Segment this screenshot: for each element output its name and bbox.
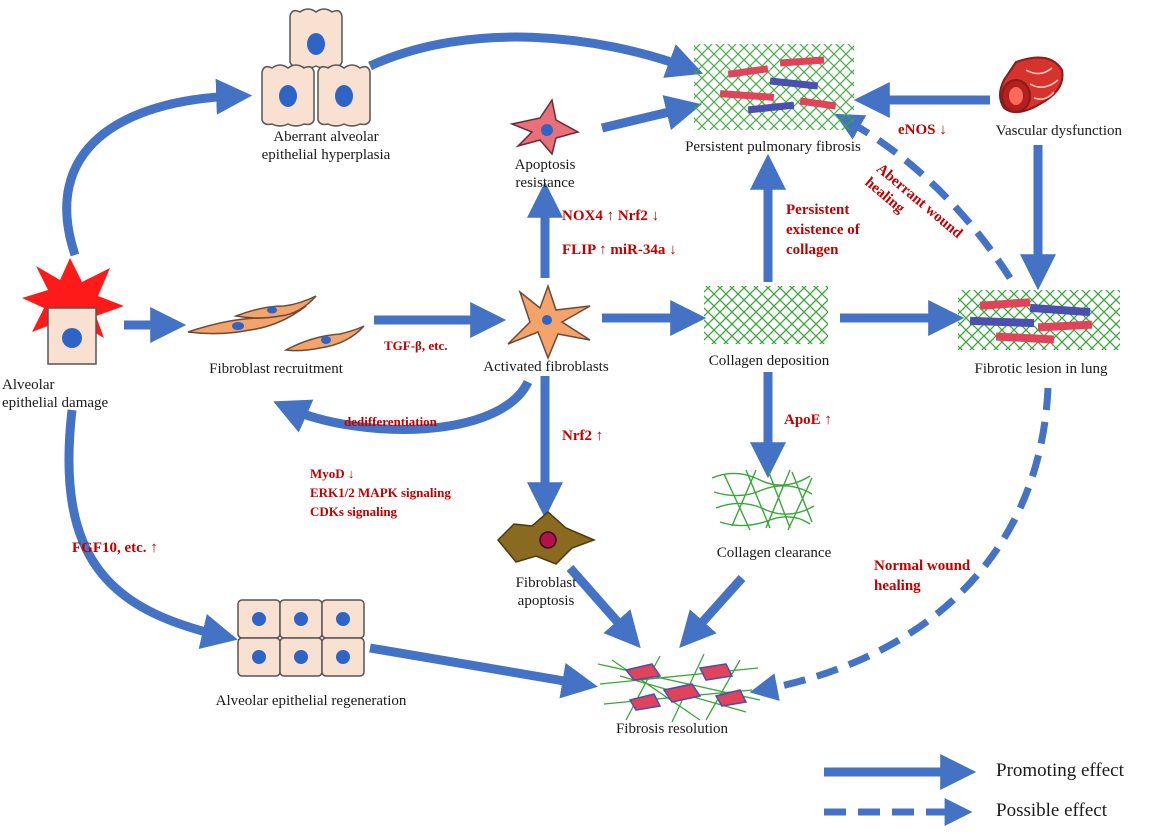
annotation-myod-line3: CDKs signaling xyxy=(310,504,398,519)
annotation-myod-line2: ERK1/2 MAPK signaling xyxy=(310,485,451,500)
annotation-nox4: NOX4 ↑ Nrf2 ↓ xyxy=(562,208,660,224)
label-collagen-clearance: Collagen clearance xyxy=(716,545,832,561)
fibrotic-lesion-graphic xyxy=(958,290,1120,350)
annotation-persistent-collagen-line1: Persistent xyxy=(786,202,850,218)
vessel-graphic xyxy=(999,56,1064,114)
promoting-arrows xyxy=(62,32,1056,699)
label-fibroblast-recruitment: Fibroblast recruitment xyxy=(209,361,343,377)
annotation-tgf-beta: TGF-β, etc. xyxy=(384,338,448,353)
label-vascular-dysfunction: Vascular dysfunction xyxy=(995,123,1122,139)
label-collagen-deposition: Collagen deposition xyxy=(708,353,830,369)
label-apoptosis-resistance-line1: Apoptosis xyxy=(514,157,576,173)
annotation-fgf10: FGF10, etc. ↑ xyxy=(72,540,158,556)
annotation-nrf2-up: Nrf2 ↑ xyxy=(562,428,604,444)
legend-possible-label: Possible effect xyxy=(996,800,1107,821)
legend-arrows xyxy=(824,754,977,826)
label-fibrosis-resolution: Fibrosis resolution xyxy=(615,721,729,737)
annotation-flip: FLIP ↑ miR-34a ↓ xyxy=(562,242,677,258)
possible-arrows xyxy=(749,113,1052,701)
regeneration-cells xyxy=(237,599,365,677)
collagen-deposition-graphic xyxy=(704,286,828,344)
annotation-persistent-collagen-line2: existence of xyxy=(786,222,860,238)
label-apoptosis-resistance-line2: resistance xyxy=(515,175,575,191)
apoptotic-fibroblast xyxy=(496,511,597,565)
annotation-normal-wound-healing-line1: Normal wound xyxy=(874,558,971,574)
activated-fibroblast xyxy=(507,283,591,361)
label-fibroblast-apoptosis: Fibroblast apoptosis xyxy=(496,574,596,610)
hyperplasia-cells xyxy=(261,8,371,127)
label-aberrant-hyperplasia: Aberrant alveolar epithelial hyperplasia xyxy=(236,128,416,164)
recruited-fibroblasts xyxy=(187,295,365,352)
label-fibrotic-lesion: Fibrotic lesion in lung xyxy=(974,361,1108,377)
arrow-regeneration-to-resolution xyxy=(369,643,598,699)
arrow-activated-to-dedifferentiation xyxy=(273,379,533,434)
annotation-myod: MyoD ↓ ERK1/2 MAPK signaling CDKs signal… xyxy=(310,464,451,521)
label-alveolar-regeneration: Alveolar epithelial regeneration xyxy=(215,693,407,709)
annotation-enos: eNOS ↓ xyxy=(898,122,947,138)
annotation-persistent-collagen-line3: collagen xyxy=(786,242,839,258)
label-alveolar-damage: Alveolar epithelial damage xyxy=(2,376,142,412)
annotation-dedifferentiation: dedifferentiation xyxy=(344,414,437,429)
label-aberrant-hyperplasia-line1: Aberrant alveolar xyxy=(273,129,379,145)
apoptosis-resistance-cell xyxy=(509,98,580,156)
label-alveolar-damage-line2: epithelial damage xyxy=(2,395,109,411)
label-fibroblast-apoptosis-line1: Fibroblast xyxy=(515,575,577,591)
arrow-hyperplasia-to-persistent xyxy=(368,32,704,78)
arrow-damage-to-regeneration xyxy=(64,409,238,650)
label-apoptosis-resistance: Apoptosis resistance xyxy=(498,156,592,192)
label-alveolar-damage-line1: Alveolar xyxy=(2,377,55,393)
annotation-persistent-collagen: Persistent existence of collagen xyxy=(786,200,860,260)
annotation-normal-wound-healing: Normal wound healing xyxy=(874,556,970,596)
label-persistent-fibrosis: Persistent pulmonary fibrosis xyxy=(685,139,861,155)
arrow-clearance-to-resolution xyxy=(679,574,746,649)
arrow-apoptosis-to-resolution xyxy=(566,565,641,649)
annotation-normal-wound-healing-line2: healing xyxy=(874,578,921,594)
legend-promoting-label: Promoting effect xyxy=(996,760,1124,781)
collagen-clearance-graphic xyxy=(711,469,815,531)
label-fibroblast-apoptosis-line2: apoptosis xyxy=(517,593,575,609)
annotation-apoe-up: ApoE ↑ xyxy=(784,412,832,428)
arrow-damage-to-hyperplasia xyxy=(62,78,253,257)
label-activated-fibroblasts: Activated fibroblasts xyxy=(483,359,609,375)
label-aberrant-hyperplasia-line2: epithelial hyperplasia xyxy=(261,147,391,163)
arrow-apoptosis-resistance-to-persistent xyxy=(600,95,702,133)
fibrosis-resolution-graphic xyxy=(597,653,761,723)
annotation-myod-line1: MyoD ↓ xyxy=(310,466,355,481)
dashed-arrow-lesion-to-persistent xyxy=(834,113,1013,280)
damaged-cell xyxy=(22,258,124,365)
persistent-fibrosis-graphic xyxy=(694,44,854,130)
dashed-arrow-lesion-to-resolution xyxy=(749,387,1052,701)
